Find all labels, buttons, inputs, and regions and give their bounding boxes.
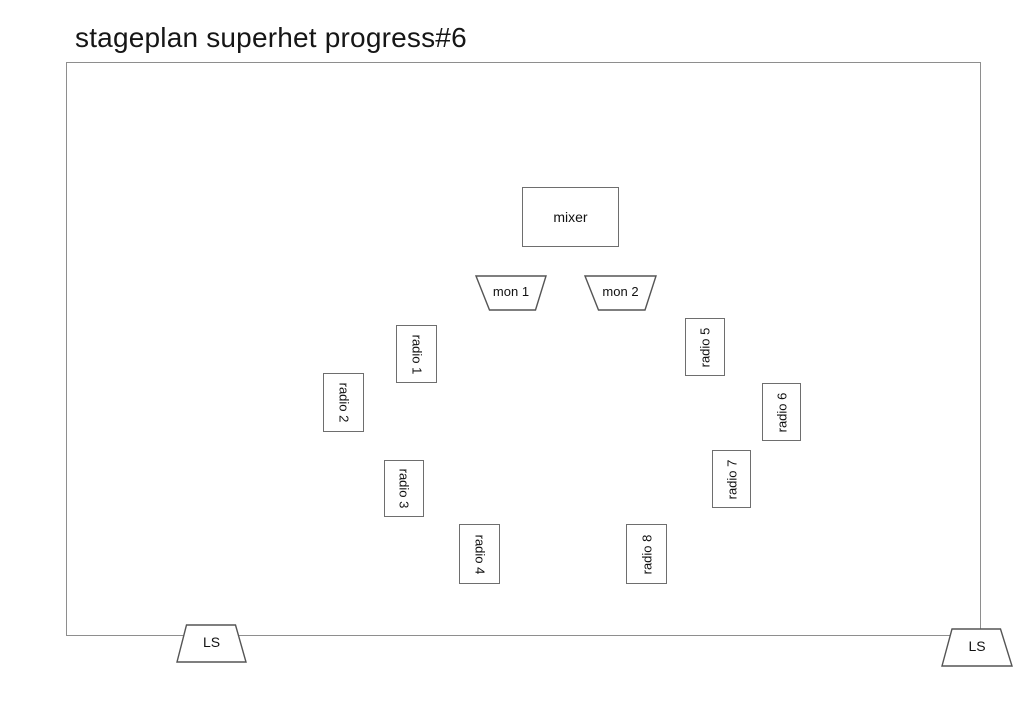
- radio-6-label: radio 6: [774, 392, 789, 432]
- radio-4-box: radio 4: [459, 524, 500, 584]
- mixer-label: mixer: [553, 209, 588, 225]
- speaker-right-label: LS: [968, 637, 986, 654]
- radio-5-label: radio 5: [697, 327, 713, 367]
- radio-8-label: radio 8: [639, 534, 654, 574]
- monitor-2-wedge: mon 2: [584, 275, 657, 311]
- speaker-right-wedge: LS: [941, 628, 1013, 667]
- monitor-2-label: mon 2: [602, 283, 639, 299]
- speaker-left-label: LS: [202, 633, 221, 650]
- radio-7-label: radio 7: [724, 459, 739, 499]
- radio-1-box: radio 1: [396, 325, 437, 383]
- monitor-1-wedge: mon 1: [475, 275, 547, 311]
- radio-3-label: radio 3: [396, 468, 412, 509]
- radio-2-label: radio 2: [336, 382, 351, 423]
- radio-6-box: radio 6: [762, 383, 801, 441]
- radio-3-box: radio 3: [384, 460, 424, 517]
- radio-7-box: radio 7: [712, 450, 751, 508]
- speaker-right-shape: [941, 628, 1013, 667]
- radio-4-label: radio 4: [472, 534, 487, 574]
- monitor-1-shape: [475, 275, 547, 311]
- speaker-left-wedge: LS: [176, 624, 247, 663]
- speaker-left-shape: [176, 624, 247, 663]
- mixer-box: mixer: [522, 187, 619, 247]
- monitor-2-shape: [584, 275, 657, 311]
- radio-1-label: radio 1: [409, 334, 424, 374]
- radio-2-box: radio 2: [323, 373, 364, 432]
- radio-5-box: radio 5: [685, 318, 725, 376]
- stage-outline: mixer mon 1 mon 2 radio 1 radio 2 radio …: [66, 62, 1013, 667]
- monitor-1-label: mon 1: [492, 283, 530, 299]
- radio-8-box: radio 8: [626, 524, 667, 584]
- page-title: stageplan superhet progress#6: [75, 22, 467, 53]
